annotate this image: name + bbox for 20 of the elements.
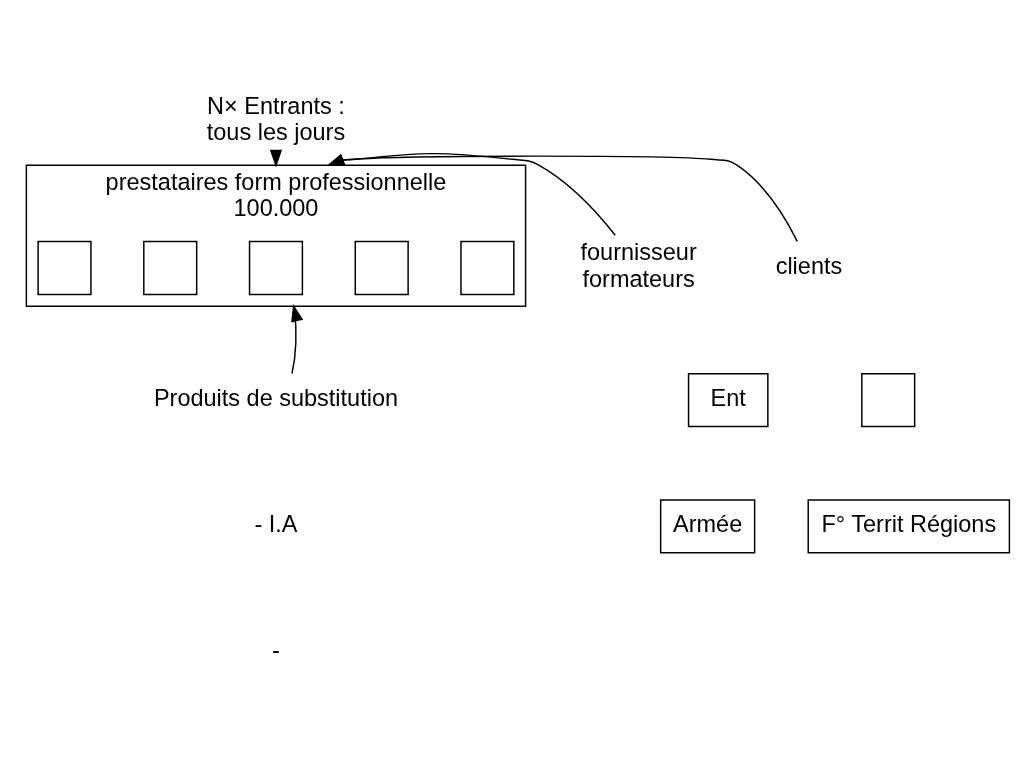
node-text: clients [775, 252, 843, 279]
node-box [248, 240, 304, 296]
arrow [291, 304, 304, 375]
node-box [143, 240, 198, 296]
cluster: prestataires form professionnelle 100.000 [25, 164, 527, 307]
node-box [460, 240, 515, 296]
arrow [326, 152, 616, 236]
node-box: Ent [687, 373, 769, 428]
label: - [272, 637, 280, 664]
node-text: Produits de substitution [153, 384, 399, 411]
node-box: Armée [659, 499, 756, 554]
node-text: fournisseur formateurs [580, 239, 697, 292]
node-text: N× Entrants : tous les jours [206, 92, 346, 145]
node-box [861, 373, 916, 428]
node-box [37, 240, 92, 296]
node-box: F° Territ Régions [807, 499, 1011, 554]
label: - I.A [254, 511, 298, 537]
arrow [269, 149, 283, 168]
arrow [326, 153, 799, 243]
node-box [354, 240, 409, 296]
